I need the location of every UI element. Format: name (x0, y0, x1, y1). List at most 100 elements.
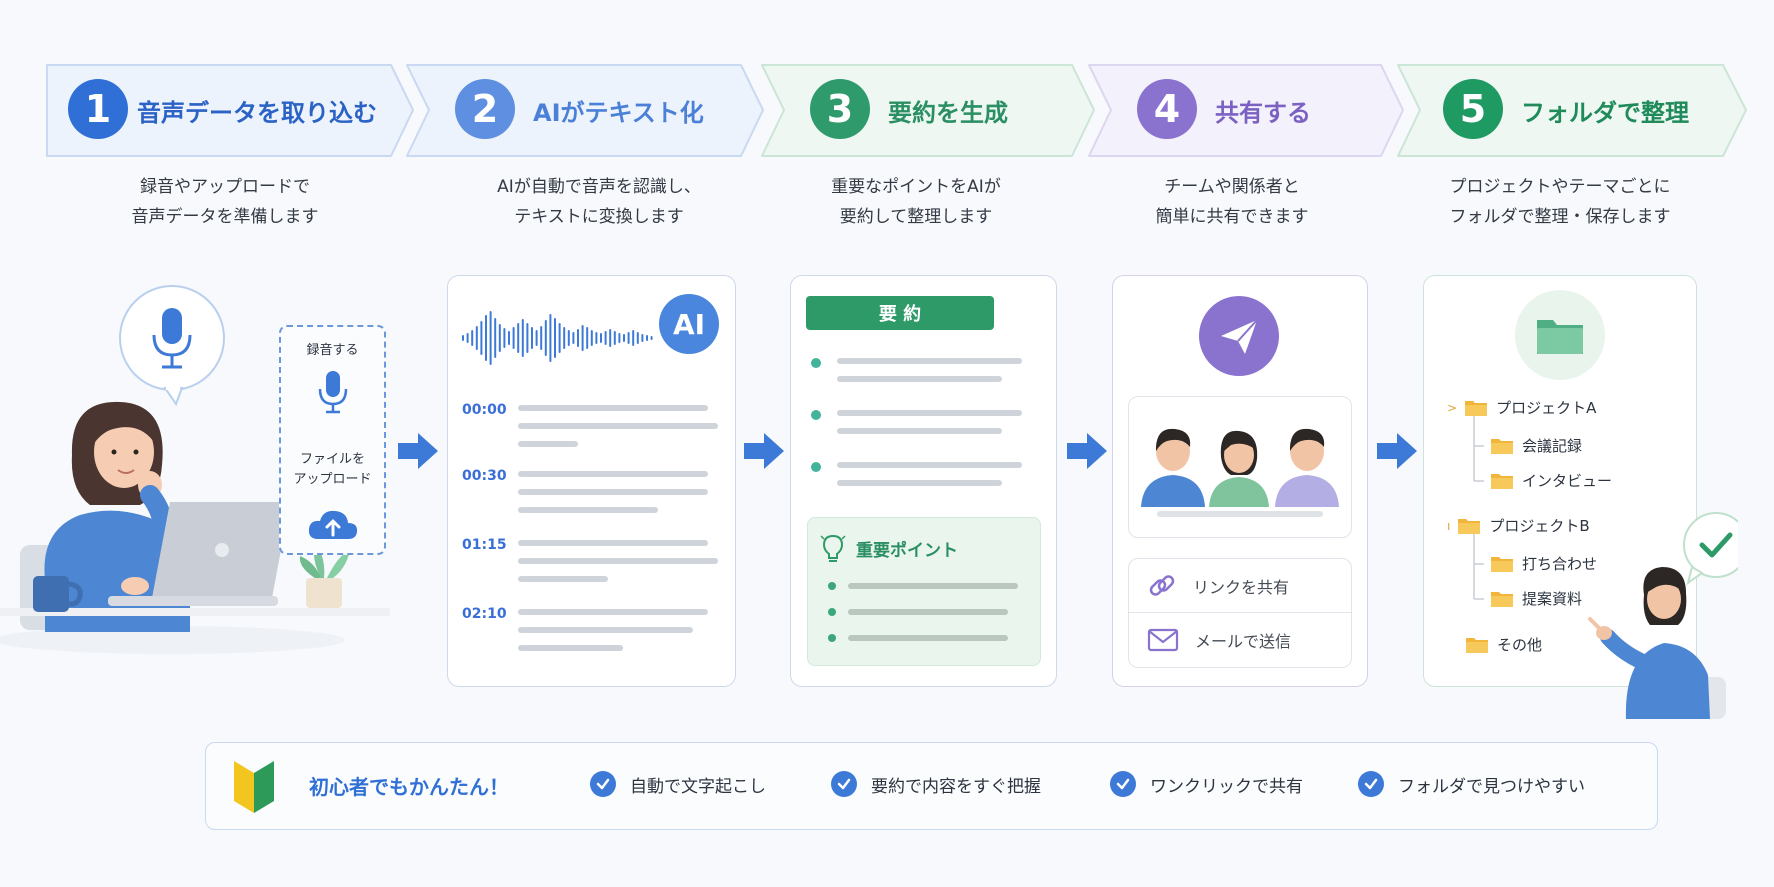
timestamp: 00:30 (462, 468, 507, 484)
record-label: 録音する (306, 343, 359, 358)
text-line (518, 645, 623, 651)
folder-other[interactable]: その他 (1466, 634, 1542, 655)
folder-icon (1491, 437, 1513, 454)
feature-item: フォルダで見つけやすい (1358, 771, 1585, 797)
waveform-bar (549, 314, 552, 362)
step-2-title: AIがテキスト化 (533, 99, 704, 127)
folder-icon (1515, 290, 1605, 380)
folder-project-a-child[interactable]: インタビュー (1491, 470, 1612, 491)
bullet (811, 462, 821, 472)
timestamp: 01:15 (462, 537, 507, 553)
text-line (837, 428, 1002, 434)
microphone-icon[interactable] (316, 369, 350, 415)
step-5-number: 5 (1443, 79, 1503, 139)
text-line (518, 489, 708, 495)
step-4-number: 4 (1137, 79, 1197, 139)
folder-project-b-child[interactable]: 打ち合わせ (1491, 553, 1597, 574)
waveform-bar (590, 330, 593, 346)
folder-project-b[interactable]: ı プロジェクトB (1447, 517, 1590, 535)
waveform-bar (646, 335, 648, 341)
text-line (518, 405, 708, 411)
waveform-icon (462, 311, 653, 365)
waveform-bar (627, 332, 630, 344)
summary-header: 要 約 (806, 296, 994, 330)
team-card (1128, 396, 1352, 538)
share-link-button[interactable]: リンクを共有 (1129, 559, 1351, 613)
check-circle-icon (831, 771, 857, 797)
footer-headline: 初心者でもかんたん！ (309, 775, 509, 799)
waveform-bar (554, 318, 556, 358)
chevron-down-icon: ı (1447, 518, 1451, 533)
waveform-bar (558, 323, 561, 353)
text-line (837, 410, 1022, 416)
check-circle-icon (590, 771, 616, 797)
beginner-mark-icon (234, 761, 274, 813)
timestamp: 00:00 (462, 402, 507, 418)
step-3-description: 重要なポイントをAIが要約して整理します (831, 177, 1001, 227)
text-line (848, 583, 1018, 589)
text-line (518, 627, 693, 633)
folder-project-b-child[interactable]: 提案資料 (1491, 588, 1582, 609)
check-circle-icon (1110, 771, 1136, 797)
step-4-description: チームや関係者と簡単に共有できます (1155, 177, 1309, 227)
waveform-bar (613, 331, 616, 345)
summary-panel: 要 約 重要ポイント (790, 275, 1057, 687)
waveform-bar (544, 320, 547, 356)
waveform-bar (471, 330, 474, 346)
share-options: リンクを共有 メールで送信 (1128, 558, 1352, 668)
record-upload-box: 録音する ファイルをアップロード (279, 325, 386, 555)
step-2-number: 2 (455, 79, 515, 139)
microphone-bubble-icon (119, 285, 225, 407)
text-line (848, 609, 1008, 615)
timestamp: 02:10 (462, 606, 507, 622)
text-line (518, 540, 708, 546)
folder-icon (1466, 636, 1488, 653)
share-panel: リンクを共有 メールで送信 (1112, 275, 1368, 687)
feature-item: 要約で内容をすぐ把握 (831, 771, 1041, 797)
waveform-bar (535, 330, 538, 346)
woman-pointing-illustration (1588, 512, 1738, 719)
team-members-illustration (1141, 428, 1339, 507)
bullet (811, 410, 821, 420)
cloud-upload-icon[interactable] (306, 507, 360, 543)
step-4-banner: 4 共有する (1087, 63, 1407, 158)
step-1-number: 1 (68, 79, 128, 139)
share-link-label: リンクを共有 (1193, 577, 1290, 597)
chevron-right-icon: > (1447, 400, 1458, 415)
folder-project-a-child[interactable]: 会議記録 (1491, 435, 1582, 456)
waveform-bar (466, 333, 469, 343)
text-line (518, 471, 708, 477)
waveform-bar (521, 319, 524, 357)
text-line (837, 358, 1022, 364)
waveform-bar (632, 330, 635, 346)
folder-icon (1465, 399, 1488, 416)
woman-at-laptop-illustration (0, 285, 390, 654)
key-points-title: 重要ポイント (856, 541, 958, 561)
step-1-title: 音声データを取り込む (137, 99, 377, 127)
waveform-bar (567, 330, 570, 346)
text-line (518, 423, 718, 429)
send-email-button[interactable]: メールで送信 (1129, 613, 1351, 666)
waveform-bar (462, 335, 464, 341)
text-line (518, 558, 718, 564)
step-5-description: プロジェクトやテーマごとにフォルダで整理・保存します (1449, 177, 1671, 227)
ai-badge: AI (659, 294, 719, 354)
waveform-bar (526, 323, 529, 353)
send-icon[interactable] (1199, 296, 1279, 376)
text-line (518, 507, 658, 513)
text-line (848, 635, 1008, 641)
waveform-bar (540, 326, 543, 350)
folder-project-a[interactable]: > プロジェクトA (1447, 399, 1597, 417)
waveform-bar (531, 327, 533, 349)
flow-arrow-icon (744, 433, 784, 469)
text-line (837, 376, 1002, 382)
waveform-bar (517, 323, 520, 353)
text-line (518, 576, 608, 582)
waveform-bar (494, 318, 497, 358)
folder-icon (1491, 590, 1513, 607)
waveform-bar (650, 336, 653, 340)
step-1-arrow-shape (46, 64, 414, 157)
waveform-bar (512, 327, 515, 349)
step-1-description: 録音やアップロードで音声データを準備します (131, 177, 319, 227)
waveform-bar (586, 327, 589, 349)
